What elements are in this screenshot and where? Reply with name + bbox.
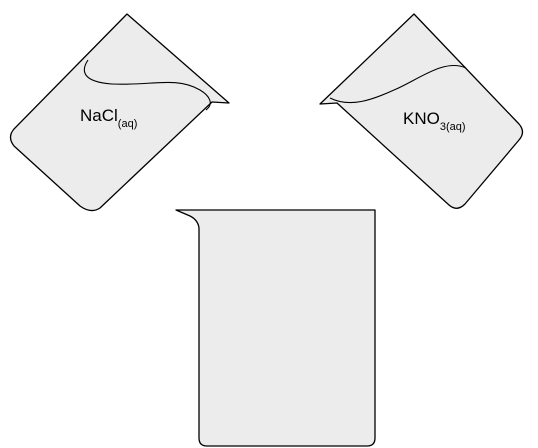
kno3-liquid-surface (329, 64, 467, 104)
kno3-label: KNO3(aq) (403, 109, 466, 133)
nacl-beaker: NaCl(aq) (9, 13, 230, 212)
nacl-label: NaCl(aq) (80, 106, 137, 130)
nacl-liquid-surface (83, 59, 211, 111)
receiver-beaker (175, 209, 376, 447)
receiver-beaker-body (175, 209, 376, 447)
kno3-beaker: KNO3(aq) (319, 13, 524, 209)
nacl-beaker-body (9, 13, 230, 212)
kno3-beaker-body (319, 13, 524, 209)
